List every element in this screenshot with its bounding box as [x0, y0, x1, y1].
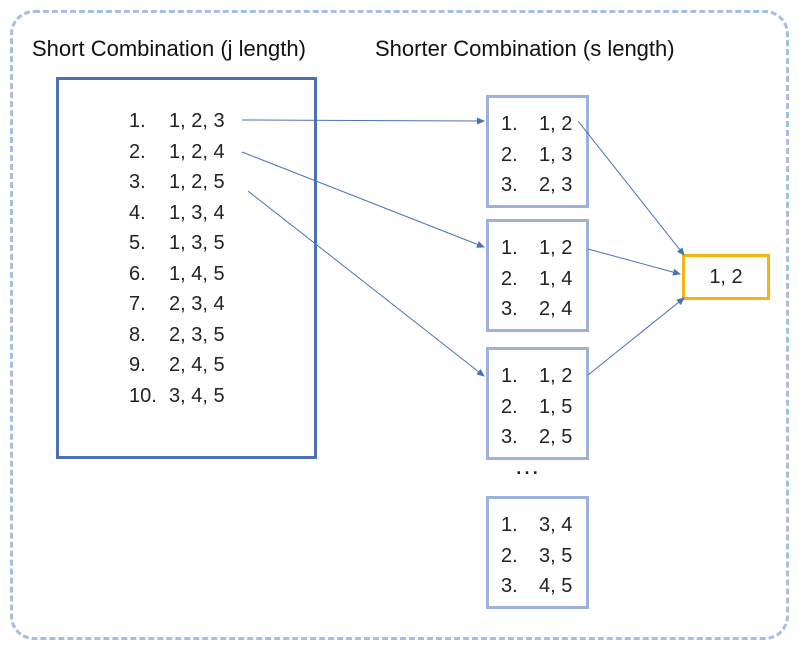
- long-combination-list: 1.1, 2, 3 2.1, 2, 4 3.1, 2, 5 4.1, 3, 4 …: [129, 106, 225, 411]
- item-value: 1, 4: [539, 267, 573, 290]
- item-value: 2, 4: [539, 298, 573, 320]
- item-number: 10.: [129, 384, 157, 407]
- list-item: 1. 1, 2: [501, 109, 572, 140]
- subset-box-2: 1. 1, 2 2. 1, 4 3. 2, 4: [486, 219, 589, 332]
- item-number: 1.: [501, 237, 518, 259]
- list-item: 7. 2, 3, 4: [129, 289, 225, 320]
- heading-shorter-combination: Shorter Combination (s length): [375, 36, 675, 61]
- item-number: 6.: [129, 262, 146, 285]
- heading-short-combination: Short Combination (j length): [32, 36, 306, 61]
- list-item: 2. 1, 5: [501, 392, 572, 423]
- item-value: 1, 2, 4: [169, 140, 225, 163]
- item-value: 2, 5: [539, 426, 573, 448]
- list-item: 2. 1, 2, 4: [129, 137, 225, 168]
- item-value: 2, 3, 5: [169, 323, 225, 346]
- result-value: 1, 2: [709, 265, 743, 288]
- item-value: 2, 4, 5: [169, 354, 225, 376]
- list-item: 4. 1, 3, 4: [129, 198, 225, 229]
- item-number: 2.: [501, 267, 518, 290]
- item-value: 1, 3: [539, 143, 573, 166]
- item-value: 2, 3, 4: [169, 293, 225, 315]
- item-value: 1, 2: [539, 237, 573, 259]
- item-value: 1, 4, 5: [169, 262, 225, 285]
- item-number: 9.: [129, 354, 146, 376]
- subset-box-3: 1. 1, 2 2. 1, 5 3. 2, 5: [486, 347, 589, 460]
- item-number: 3.: [501, 575, 518, 597]
- item-number: 2.: [501, 143, 518, 166]
- list-item: 10. 3, 4, 5: [129, 381, 225, 412]
- item-value: 1, 5: [539, 395, 573, 418]
- item-number: 1.: [501, 365, 518, 387]
- item-number: 2.: [501, 544, 518, 567]
- subset-box-1: 1. 1, 2 2. 1, 3 3. 2, 3: [486, 95, 589, 208]
- list-item: 2. 1, 3: [501, 140, 572, 171]
- item-value: 1, 2: [539, 113, 573, 135]
- result-box: 1, 2: [682, 254, 770, 300]
- list-item: 2. 3, 5: [501, 541, 572, 572]
- item-value: 3, 4: [539, 514, 573, 536]
- item-value: 3, 5: [539, 544, 573, 567]
- item-number: 5.: [129, 232, 146, 254]
- subset-list: 1. 1, 2 2. 1, 5 3. 2, 5: [501, 361, 572, 453]
- item-value: 3, 4, 5: [169, 384, 225, 407]
- item-number: 7.: [129, 293, 146, 315]
- list-item: 5. 1, 3, 5: [129, 228, 225, 259]
- subset-list: 1. 1, 2 2. 1, 3 3. 2, 3: [501, 109, 572, 201]
- item-value: 1, 3, 5: [169, 232, 225, 254]
- item-number: 3.: [501, 298, 518, 320]
- item-value: 4, 5: [539, 575, 573, 597]
- item-number: 2.: [501, 395, 518, 418]
- list-item: 3. 1, 2, 5: [129, 167, 225, 198]
- item-number: 1.: [129, 110, 146, 132]
- subset-list: 1. 3, 4 2. 3, 5 3. 4, 5: [501, 510, 572, 602]
- ellipsis: …: [514, 450, 541, 480]
- subset-list: 1. 1, 2 2. 1, 4 3. 2, 4: [501, 233, 572, 325]
- list-item: 1. 1, 2: [501, 233, 572, 264]
- item-number: 1.: [501, 113, 518, 135]
- list-item: 6. 1, 4, 5: [129, 259, 225, 290]
- list-item: 2. 1, 4: [501, 264, 572, 295]
- item-number: 1.: [501, 514, 518, 536]
- outer-dashed-frame: [10, 10, 789, 640]
- list-item: 8. 2, 3, 5: [129, 320, 225, 351]
- long-combination-box: 1.1, 2, 3 2.1, 2, 4 3.1, 2, 5 4.1, 3, 4 …: [56, 77, 317, 459]
- item-value: 1, 2, 3: [169, 110, 225, 132]
- list-item: 9. 2, 4, 5: [129, 350, 225, 381]
- list-item: 1. 3, 4: [501, 510, 572, 541]
- list-item: 3. 2, 4: [501, 294, 572, 325]
- list-item: 1. 1, 2, 3: [129, 106, 225, 137]
- item-number: 8.: [129, 323, 146, 346]
- list-item: 3. 2, 5: [501, 422, 572, 453]
- item-value: 1, 2: [539, 365, 573, 387]
- list-item: 3. 4, 5: [501, 571, 572, 602]
- item-value: 2, 3: [539, 174, 573, 196]
- item-value: 1, 2, 5: [169, 171, 225, 193]
- item-number: 3.: [501, 426, 518, 448]
- item-value: 1, 3, 4: [169, 201, 225, 224]
- subset-box-4: 1. 3, 4 2. 3, 5 3. 4, 5: [486, 496, 589, 609]
- list-item: 3. 2, 3: [501, 170, 572, 201]
- item-number: 3.: [501, 174, 518, 196]
- list-item: 1. 1, 2: [501, 361, 572, 392]
- item-number: 4.: [129, 201, 146, 224]
- item-number: 3.: [129, 171, 146, 193]
- item-number: 2.: [129, 140, 146, 163]
